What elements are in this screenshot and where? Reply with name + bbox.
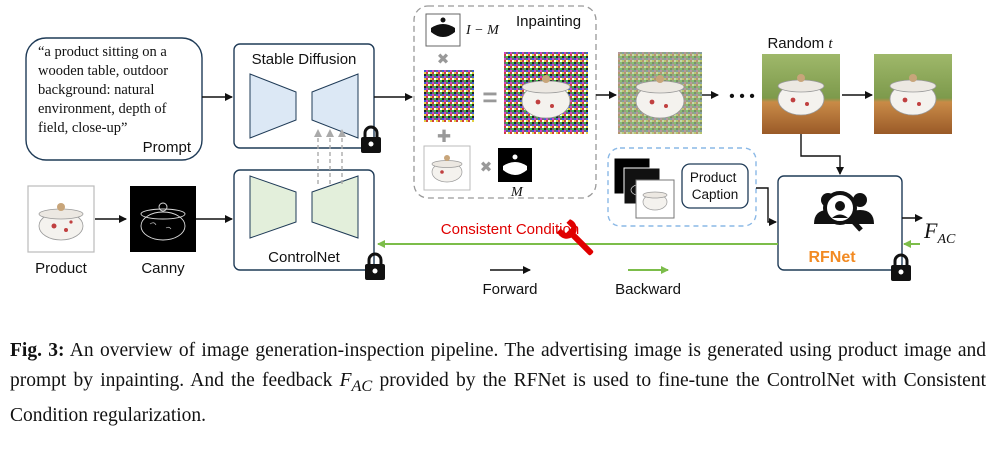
prompt-box: “a product sitting on a wooden table, ou… (25, 37, 203, 161)
stable-diffusion-box: Stable Diffusion (233, 43, 375, 149)
lock-icon (891, 253, 911, 281)
inpainting-box: Inpainting I − M ✖ = ✚ (413, 5, 597, 200)
caption-to-rfnet-arrow (756, 187, 777, 226)
random-t-to-rfnet-arrow (800, 134, 844, 175)
controlnet-box: ControlNet (233, 169, 375, 271)
final-image (874, 54, 952, 134)
caption-text: An overview of image generation-inspecti… (10, 340, 986, 391)
inverse-mask-label: I − M (465, 23, 500, 38)
prompt-line: field, close-up” (38, 120, 127, 136)
sd-encoder-shape (249, 73, 297, 139)
inpainting-label: Inpainting (516, 13, 581, 30)
caption-symbol: F (339, 370, 352, 391)
denoising-step-image (618, 52, 702, 134)
mask-label: M (510, 185, 524, 200)
rfnet-label: RFNet (808, 249, 856, 266)
product-image (27, 185, 95, 253)
svg-text:Product Caption: Product Caption (690, 170, 740, 202)
cn-encoder-shape (249, 175, 297, 239)
noisy-inpainted-image (504, 52, 588, 134)
ellipsis: • • • (729, 88, 755, 105)
caption-label: Fig. 3: (10, 340, 65, 361)
product-small-image (423, 145, 471, 191)
prompt-line: background: natural (38, 82, 154, 98)
canny-image (130, 186, 196, 252)
controlnet-label: ControlNet (268, 249, 341, 266)
prompt-line: environment, depth of (38, 101, 167, 117)
product-caption-line: Product (690, 170, 737, 185)
noise-image (424, 70, 474, 122)
backward-legend-label: Backward (615, 281, 681, 298)
random-t-image (762, 54, 840, 134)
equals-icon: = (482, 82, 497, 112)
pipeline-diagram: “a product sitting on a wooden table, ou… (25, 5, 956, 298)
canny-label: Canny (141, 260, 185, 277)
prompt-line: wooden table, outdoor (38, 63, 168, 79)
lock-icon (361, 125, 381, 153)
times-icon: ✖ (437, 51, 450, 68)
feedback-symbol: FAC (923, 218, 956, 247)
lock-icon (365, 252, 385, 280)
stable-diffusion-label: Stable Diffusion (252, 51, 357, 68)
caption-subscript: AC (351, 376, 373, 395)
wrench-icon (557, 219, 594, 256)
random-t-label: Random t (767, 35, 833, 52)
controlnet-to-sd-dashed-arrows (314, 129, 346, 184)
svg-text:“a product sitting on a: “a product sitting on a wooden table, ou… (38, 44, 172, 136)
product-caption-group: Product Caption (607, 147, 757, 227)
prompt-line: “a product sitting on a (38, 44, 167, 60)
rfnet-box: RFNet (777, 175, 903, 271)
inverse-mask-image (425, 13, 461, 47)
forward-legend-label: Forward (482, 281, 537, 298)
caption-text: provided by the RFNet is used to fine-tu… (10, 370, 986, 426)
consistent-condition-label: Consistent Condition (441, 221, 579, 238)
inspection-icon (814, 191, 874, 232)
product-caption-line: Caption (692, 187, 739, 202)
mask-image (498, 148, 532, 182)
prompt-label: Prompt (143, 139, 192, 156)
figure-caption: Fig. 3: An overview of image generation-… (10, 336, 986, 431)
sd-decoder-shape (311, 73, 359, 139)
product-label: Product (35, 260, 88, 277)
plus-icon: ✚ (437, 127, 451, 146)
times-icon: ✖ (480, 159, 493, 176)
